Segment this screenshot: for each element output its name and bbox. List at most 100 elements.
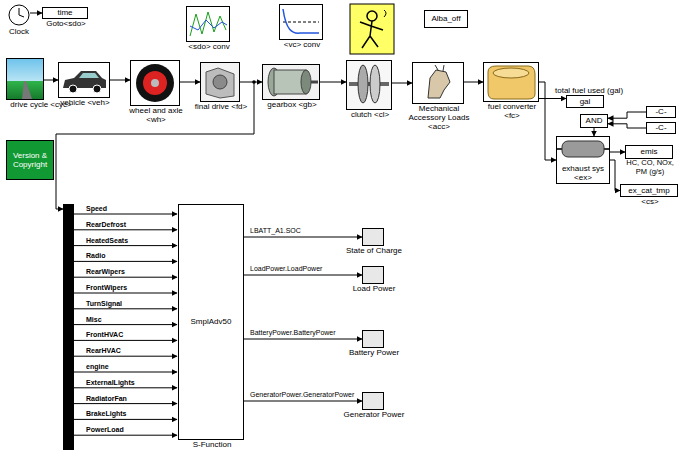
vehicle-icon-part	[69, 85, 77, 93]
signal-wire	[74, 245, 177, 246]
signal-line	[594, 128, 595, 136]
accessory-icon-part	[428, 70, 450, 98]
clutch-icon-part	[347, 61, 391, 109]
scope-vc-icon-part	[283, 9, 319, 33]
block-label: final drive <fd>	[190, 102, 252, 111]
scope-block: Battery Power	[362, 330, 384, 348]
switch-block: Alba_off	[424, 10, 468, 28]
signal-line	[240, 82, 262, 83]
constant-block: -C-	[646, 122, 676, 134]
final-drive-icon-part	[201, 63, 239, 101]
block-label: fuel converter <fc>	[482, 102, 542, 120]
bus-bar	[63, 204, 74, 450]
signal-label: GeneratorPower.GeneratorPower	[249, 391, 355, 398]
clutch-icon-part	[370, 65, 380, 103]
exhaust-icon-part	[604, 148, 609, 150]
signal-wire	[74, 308, 177, 309]
vehicle-icon-part	[79, 73, 99, 78]
block-name: exhaust sys <ex>	[557, 164, 609, 182]
exhaust-block: exhaust sys <ex>	[556, 136, 610, 184]
version-block: Version & Copyright	[6, 140, 54, 180]
scope-sdo-icon	[187, 7, 229, 41]
clock-icon-part	[19, 15, 24, 17]
block-name: AND	[586, 116, 603, 125]
signal-wire	[74, 277, 177, 278]
cartoon-figure	[350, 4, 394, 54]
scope-block: <sdo> conv	[186, 6, 230, 42]
block-label: wheel and axle <wh>	[126, 106, 186, 124]
signal-wire	[74, 324, 177, 325]
final-drive-icon-part	[213, 75, 227, 89]
wheel-icon-part	[151, 79, 159, 87]
block-label: clutch <cl>	[342, 110, 398, 119]
scope-vc-icon-part	[283, 22, 319, 23]
gearbox-icon-part	[263, 65, 319, 99]
block-label: total fuel used (gal)	[555, 86, 623, 95]
signal-name: FrontWipers	[86, 284, 127, 291]
signal-line	[30, 13, 42, 14]
block-label: Generator Power	[334, 410, 414, 419]
signal-name: BrakeLights	[86, 410, 126, 417]
scope-sdo-icon-part	[190, 20, 227, 30]
wheel-icon-part	[143, 71, 167, 95]
signal-wires	[74, 214, 177, 435]
display-block: galtotal fuel used (gal)	[566, 95, 604, 108]
block-name: -C-	[655, 123, 666, 132]
signal-line	[539, 98, 566, 99]
block-name: gal	[580, 97, 591, 106]
block-label: <vc> conv	[270, 40, 334, 49]
outport-block: emisHC, CO, NOx, PM (g/s)	[625, 145, 673, 159]
signal-wire	[74, 214, 177, 215]
signal-label: LoadPower.LoadPower	[249, 265, 323, 272]
block-name: Version & Copyright	[7, 151, 53, 169]
drive-cycle-icon	[7, 59, 43, 99]
clock-icon-part	[19, 8, 20, 15]
clutch-icon-part	[349, 82, 389, 86]
cartoon-figure-part	[384, 10, 386, 17]
signal-line	[180, 82, 200, 83]
signal-label: LBATT_A1.SOC	[249, 227, 302, 234]
scope-block: State of Charge	[362, 228, 384, 246]
block-label: Mechanical Accessory Loads <acc>	[406, 104, 472, 132]
vehicle-block: vehicle <veh>	[58, 62, 110, 98]
final-drive-icon	[201, 63, 239, 101]
accessory-icon-part	[435, 65, 444, 71]
signal-wire	[74, 387, 177, 388]
block-label: gearbox <gb>	[259, 100, 325, 109]
signal-name: RearWipers	[86, 268, 125, 275]
exhaust-icon-part	[562, 141, 604, 157]
scope-sdo-icon-part	[190, 12, 226, 36]
final-drive-block: final drive <fd>	[200, 62, 240, 102]
block-name: ex_cat_tmp	[628, 186, 669, 195]
block-label: HC, CO, NOx, PM (g/s)	[621, 159, 679, 176]
fuel-converter-icon-part	[488, 66, 535, 99]
constant-block: -C-	[646, 106, 676, 118]
fuel-converter-icon-part	[484, 63, 538, 101]
signal-name: engine	[86, 363, 109, 370]
clock-icon-part	[9, 5, 29, 25]
gearbox-block: gearbox <gb>	[262, 64, 320, 100]
signal-name: Speed	[86, 205, 107, 212]
block-label: S-Function	[177, 440, 247, 449]
signal-label: BatteryPower.BatteryPower	[249, 329, 337, 336]
scope-sdo-icon-part	[187, 7, 229, 41]
clutch-icon	[347, 61, 391, 109]
final-drive-icon-part	[206, 68, 234, 98]
signal-line	[244, 275, 362, 276]
block-label: Battery Power	[334, 348, 414, 357]
cartoon-figure-part	[350, 4, 394, 54]
signal-wire	[74, 435, 177, 436]
signal-wire	[74, 372, 177, 373]
wheel-icon	[136, 64, 174, 102]
signal-line	[608, 112, 646, 118]
drive-cycle-icon-part	[22, 81, 32, 99]
clutch-block: clutch <cl>	[346, 60, 392, 110]
wheel-icon-part	[136, 64, 174, 102]
block-label: Goto<sdo>	[39, 19, 93, 28]
wheel-block: wheel and axle <wh>	[130, 60, 180, 106]
block-name: SmplAdv50	[191, 317, 232, 326]
signal-name: RadiatorFan	[86, 395, 127, 402]
s-function-block: SmplAdv50S-Function	[178, 204, 244, 440]
block-label: <sdo> conv	[177, 42, 241, 51]
